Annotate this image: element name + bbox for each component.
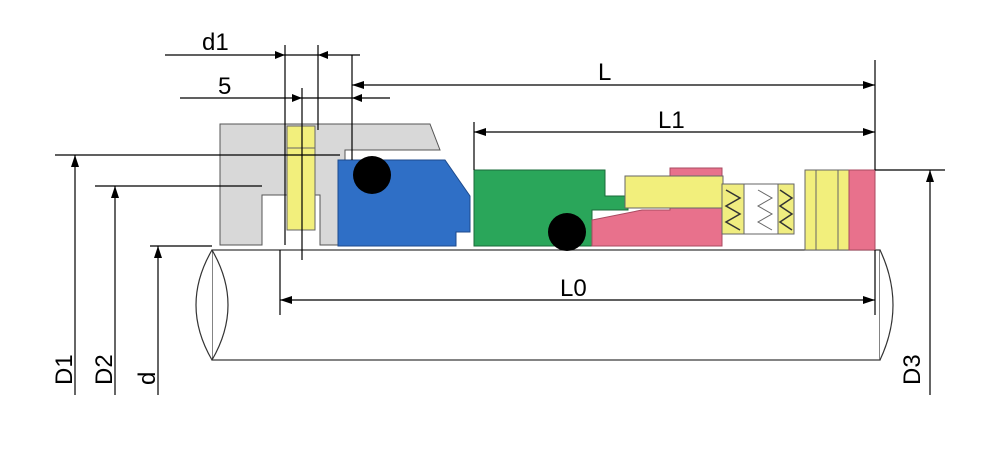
label-D2: D2: [91, 354, 118, 385]
anti-rotation-pin: [286, 125, 316, 231]
rotating-seal-face: [473, 169, 629, 247]
o-ring-stationary: [353, 156, 391, 194]
set-collar: [804, 169, 850, 251]
label-5: 5: [218, 73, 231, 100]
label-d1: d1: [202, 29, 229, 56]
drive-pin: [624, 175, 724, 209]
label-L0: L0: [560, 275, 587, 302]
gland-housing: [219, 123, 441, 246]
label-d: d: [134, 372, 161, 385]
label-D3: D3: [899, 354, 926, 385]
label-L1: L1: [658, 107, 685, 134]
end-ring: [848, 169, 876, 251]
dimension-lines: [55, 45, 945, 395]
shaft: [195, 249, 894, 361]
label-L: L: [598, 59, 611, 86]
spring: [721, 183, 795, 235]
o-ring-rotating: [548, 213, 586, 251]
label-D1: D1: [51, 354, 78, 385]
